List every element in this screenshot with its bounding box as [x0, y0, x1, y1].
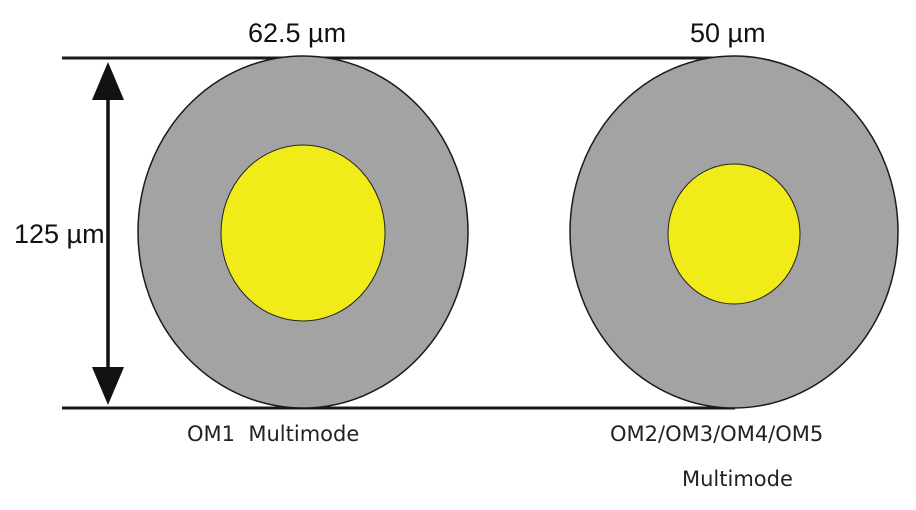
fiber-om2-om5 — [569, 55, 899, 409]
fiber-om2-om5-core-diameter-label: 50 µm — [690, 18, 766, 48]
fiber-om1-type-label: OM1 Multimode — [187, 422, 359, 446]
cladding-diameter-label: 125 µm — [14, 219, 105, 249]
arrow-up-icon — [92, 62, 124, 100]
cladding-dimension-arrow — [92, 62, 124, 405]
fiber-om2-om5-type-label-line2: Multimode — [682, 467, 793, 491]
fiber-om1-core — [220, 144, 386, 322]
fiber-om1-core-diameter-label: 62.5 µm — [248, 18, 346, 48]
fiber-om2-om5-type-label-line1: OM2/OM3/OM4/OM5 — [610, 422, 823, 446]
fiber-om1 — [137, 55, 469, 409]
fiber-om2-om5-core — [667, 163, 801, 305]
arrow-down-icon — [92, 367, 124, 405]
